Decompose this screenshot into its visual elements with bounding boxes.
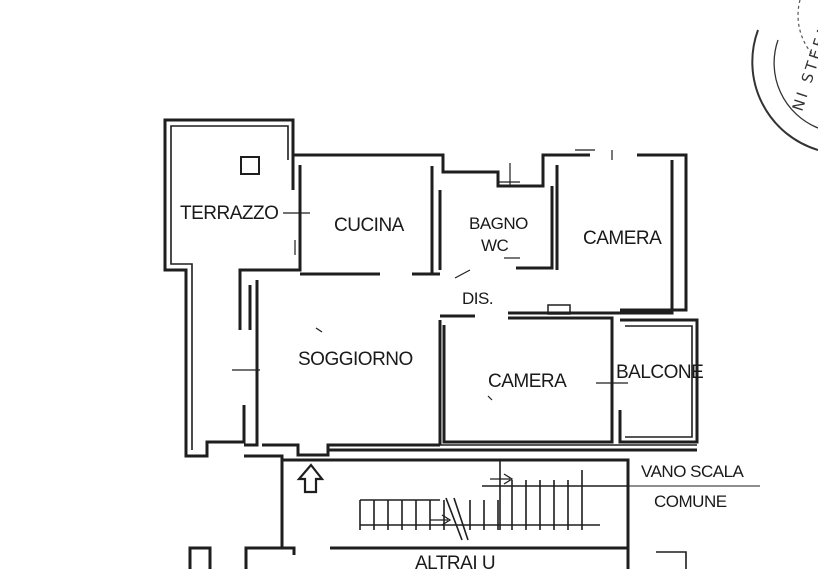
- room-label-altrui: ALTRAI U: [415, 553, 495, 569]
- room-label-vano-scala: VANO SCALA: [641, 462, 745, 481]
- room-label-terrazzo: TERRAZZO: [180, 203, 278, 224]
- room-label-dis: DIS.: [462, 289, 493, 308]
- room-label-camera-1: CAMERA: [583, 228, 662, 249]
- room-label-wc: WC: [481, 236, 509, 255]
- entrance-arrow-icon: [296, 463, 325, 494]
- room-label-soggiorno: SOGGIORNO: [298, 349, 413, 370]
- terrazzo-chimney: [240, 156, 260, 175]
- room-label-comune: COMUNE: [654, 492, 727, 511]
- stamp-text: NI STEFA: [789, 22, 818, 113]
- room-label-bagno: BAGNO: [469, 214, 528, 233]
- stairwell: [282, 458, 760, 569]
- room-label-camera-2: CAMERA: [488, 371, 567, 392]
- room-label-cucina: CUCINA: [334, 215, 405, 236]
- terrazzo-walls: [163, 118, 295, 458]
- altrui-walls: [188, 546, 687, 569]
- stamp-seal: NI STEFA: [751, 0, 818, 151]
- door-marks: [232, 149, 628, 401]
- room-label-balcone: BALCONE: [616, 362, 703, 383]
- apartment-walls: [238, 153, 699, 548]
